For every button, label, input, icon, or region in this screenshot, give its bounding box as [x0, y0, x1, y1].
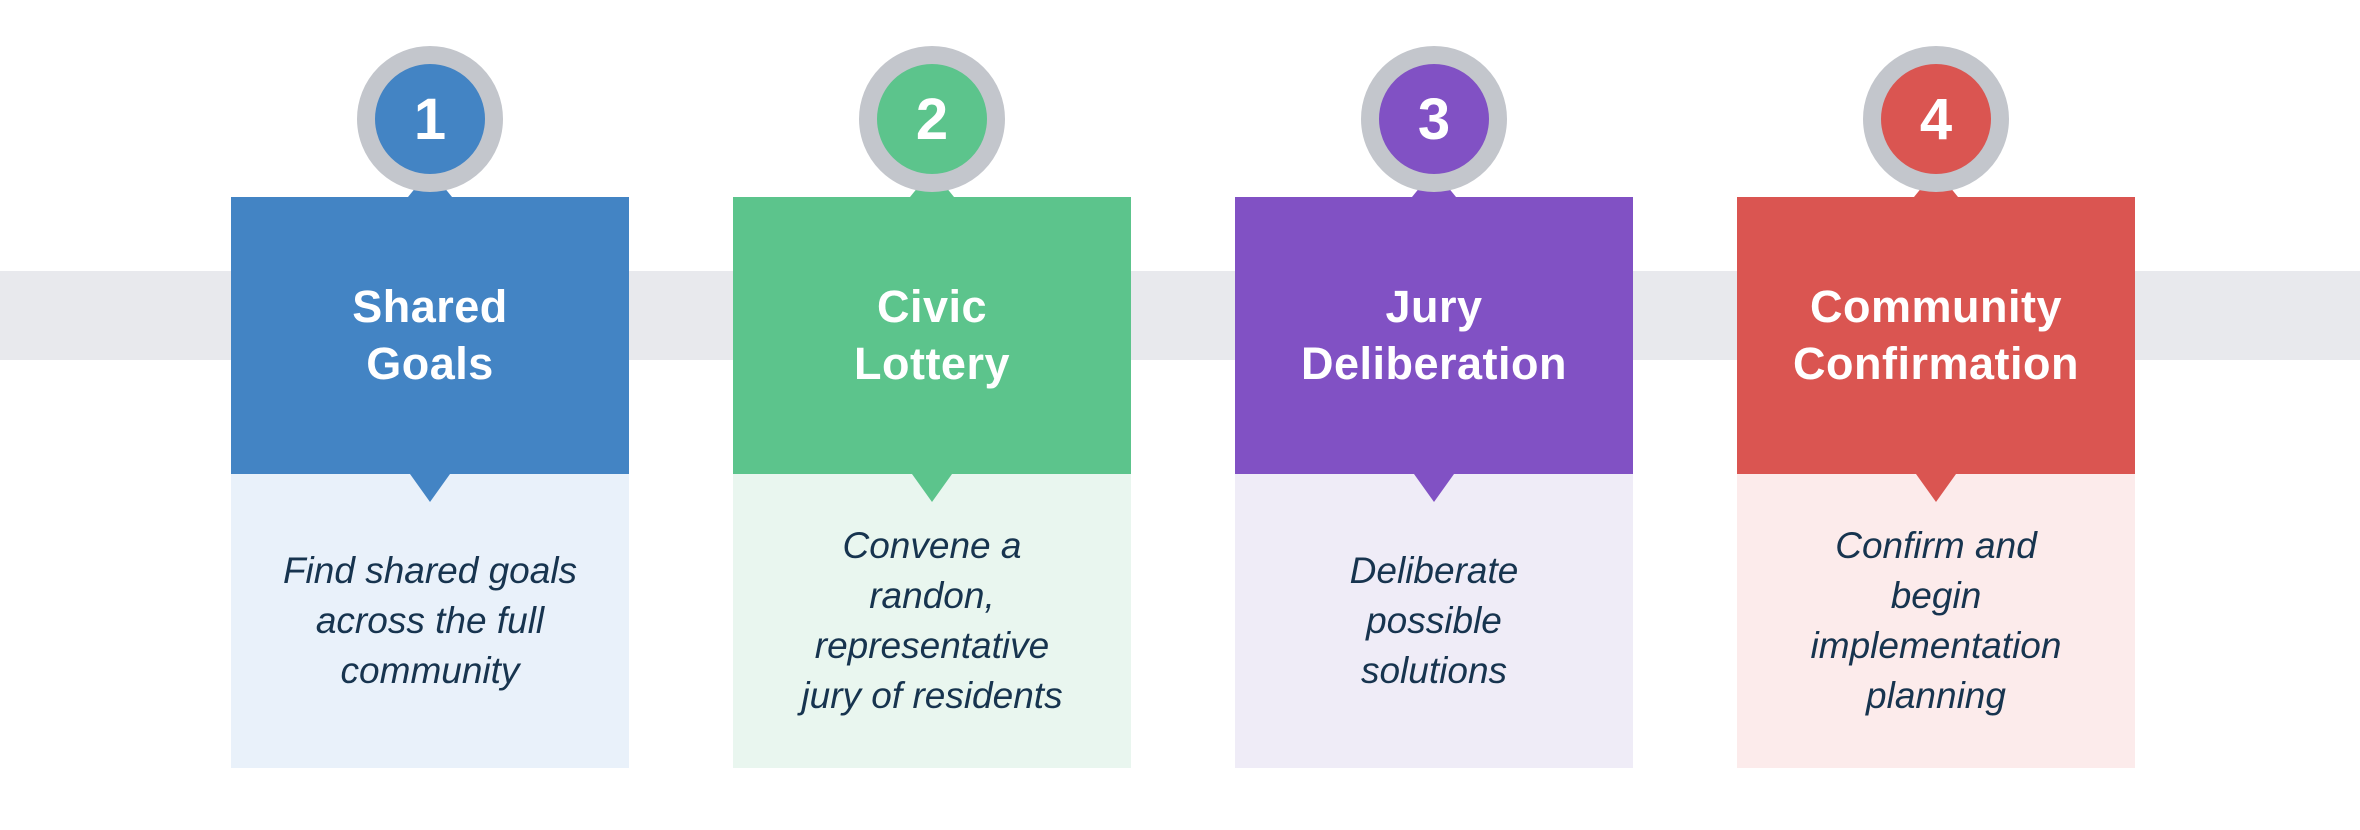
step-number-badge: 2: [859, 46, 1005, 192]
step-description-box: Confirm and begin implementation plannin…: [1737, 474, 2135, 768]
step-number: 2: [915, 86, 949, 152]
step-title-box: Shared Goals: [231, 197, 629, 474]
step-number: 1: [413, 86, 447, 152]
step-number: 3: [1417, 86, 1451, 152]
step-title-box: Jury Deliberation: [1235, 197, 1633, 474]
step-shared-goals: 1 Shared Goals Find shared goals across …: [231, 0, 629, 768]
connector-down-arrow: [1916, 474, 1956, 502]
step-title: Shared Goals: [352, 280, 508, 389]
step-title-box: Community Confirmation: [1737, 197, 2135, 474]
step-jury-deliberation: 3 Jury Deliberation Deliberate possible …: [1235, 0, 1633, 768]
step-number-badge: 1: [357, 46, 503, 192]
step-number: 4: [1919, 86, 1953, 152]
step-description: Confirm and begin implementation plannin…: [1810, 525, 2062, 716]
step-description-box: Convene a randon, representative jury of…: [733, 474, 1131, 768]
step-description-box: Deliberate possible solutions: [1235, 474, 1633, 768]
step-description: Convene a randon, representative jury of…: [801, 525, 1063, 716]
timeline-steps: 1 Shared Goals Find shared goals across …: [231, 0, 2135, 768]
connector-down-arrow: [1414, 474, 1454, 502]
step-community-confirmation: 4 Community Confirmation Confirm and beg…: [1737, 0, 2135, 768]
step-description: Deliberate possible solutions: [1349, 550, 1519, 691]
step-description: Find shared goals across the full commun…: [282, 550, 578, 691]
step-number-badge: 4: [1863, 46, 2009, 192]
connector-down-arrow: [912, 474, 952, 502]
connector-down-arrow: [410, 474, 450, 502]
step-title: Jury Deliberation: [1300, 280, 1568, 389]
step-title: Civic Lottery: [853, 280, 1010, 389]
step-description-box: Find shared goals across the full commun…: [231, 474, 629, 768]
step-number-badge: 3: [1361, 46, 1507, 192]
step-civic-lottery: 2 Civic Lottery Convene a randon, repres…: [733, 0, 1131, 768]
step-title-box: Civic Lottery: [733, 197, 1131, 474]
step-title: Community Confirmation: [1793, 280, 2079, 389]
